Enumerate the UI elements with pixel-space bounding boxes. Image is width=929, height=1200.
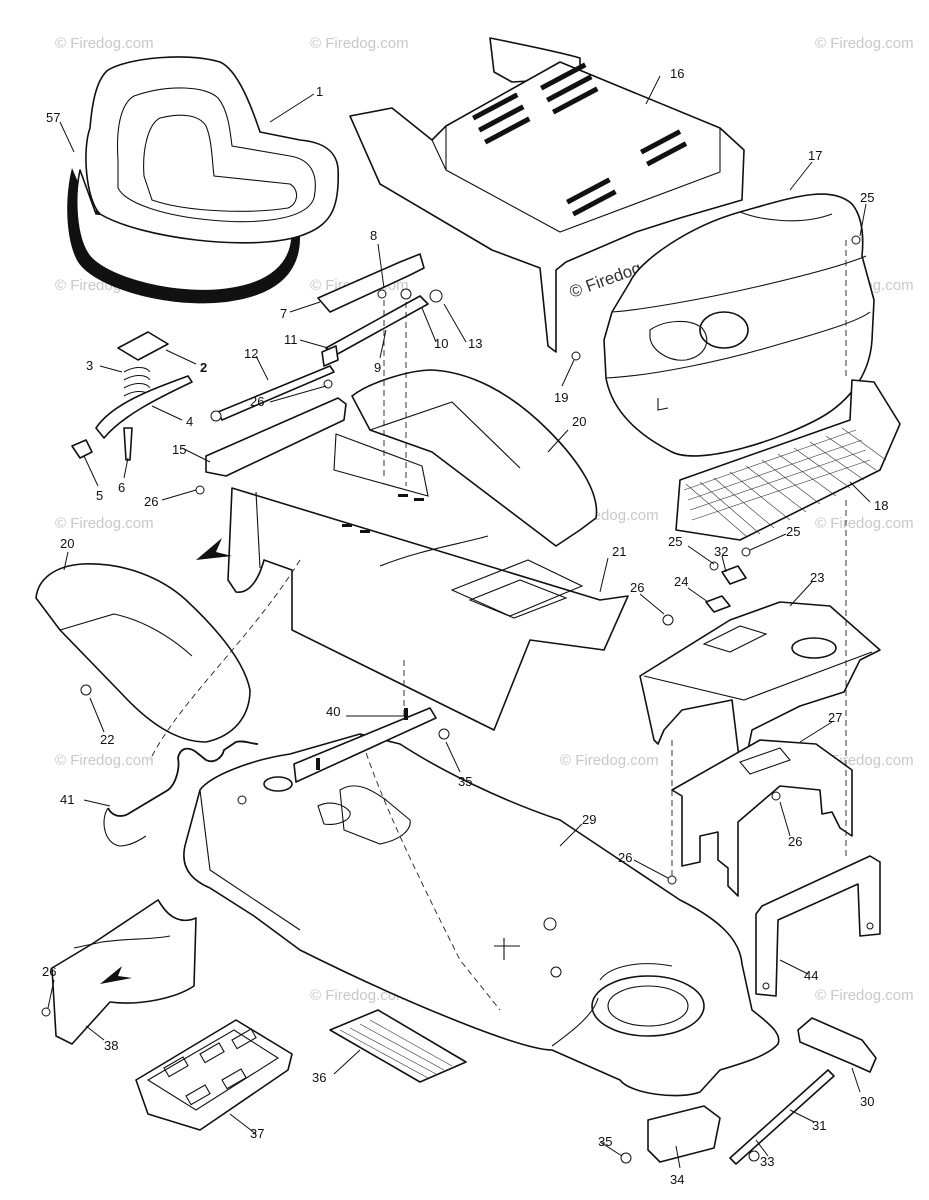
callout-20-left: 20 xyxy=(60,536,74,551)
callout-3: 3 xyxy=(86,358,93,373)
callout-18: 18 xyxy=(874,498,888,513)
watermark: © Firedog.com xyxy=(310,35,409,52)
callout-numbers: 1 2 3 4 5 6 7 8 9 10 11 12 13 15 16 17 1… xyxy=(42,66,888,1187)
callout-6: 6 xyxy=(118,480,125,495)
callout-25-right: 25 xyxy=(786,524,800,539)
callout-2: 2 xyxy=(200,360,207,375)
callout-37: 37 xyxy=(250,1126,264,1141)
watermark: © Firedog.com xyxy=(815,987,914,1004)
dash-bracket-part xyxy=(671,739,853,897)
callout-10: 10 xyxy=(434,336,448,351)
body-pan-part xyxy=(227,433,629,731)
callout-22: 22 xyxy=(100,732,114,747)
hood-part xyxy=(349,37,745,353)
alignment-lines xyxy=(149,240,847,880)
grille-part xyxy=(675,379,901,541)
callout-24: 24 xyxy=(674,574,688,589)
callout-35-upper: 35 xyxy=(458,774,472,789)
wire-clip-part xyxy=(103,740,259,847)
callout-40: 40 xyxy=(326,704,340,719)
callout-25-left: 25 xyxy=(668,534,682,549)
callout-35-lower: 35 xyxy=(598,1134,612,1149)
callout-26-a: 26 xyxy=(250,394,264,409)
callout-34: 34 xyxy=(670,1172,684,1187)
support-bar-part xyxy=(293,707,437,783)
battery-tray-part xyxy=(135,1019,293,1131)
watermark: © Firedog.com xyxy=(55,35,154,52)
callout-38: 38 xyxy=(104,1038,118,1053)
front-nose-part xyxy=(603,193,875,457)
frame-part xyxy=(183,733,780,1097)
callout-21: 21 xyxy=(612,544,626,559)
decal-part xyxy=(329,1009,467,1083)
callout-15: 15 xyxy=(172,442,186,457)
watermark: © Firedog.com xyxy=(310,987,409,1004)
callout-17: 17 xyxy=(808,148,822,163)
callout-32: 32 xyxy=(714,544,728,559)
callout-9: 9 xyxy=(374,360,381,375)
callout-13: 13 xyxy=(468,336,482,351)
callout-5: 5 xyxy=(96,488,103,503)
fender-left-part xyxy=(35,563,251,743)
callout-19: 19 xyxy=(554,390,568,405)
callout-4: 4 xyxy=(186,414,193,429)
callout-7: 7 xyxy=(280,306,287,321)
callout-31: 31 xyxy=(812,1118,826,1133)
callout-12: 12 xyxy=(244,346,258,361)
callout-25-top: 25 xyxy=(860,190,874,205)
callout-26-f: 26 xyxy=(42,964,56,979)
bracket-part xyxy=(755,855,881,997)
watermark: © Firedog.com xyxy=(55,752,154,769)
callout-8: 8 xyxy=(370,228,377,243)
callout-26-c: 26 xyxy=(630,580,644,595)
callout-20-upper: 20 xyxy=(572,414,586,429)
callout-16: 16 xyxy=(670,66,684,81)
watermark: © Firedog.com xyxy=(55,515,154,532)
watermark: © Firedog.com xyxy=(815,515,914,532)
callout-29: 29 xyxy=(582,812,596,827)
watermark: © Firedog.com xyxy=(815,35,914,52)
callout-11: 11 xyxy=(284,332,298,347)
callout-44: 44 xyxy=(804,968,818,983)
callout-27: 27 xyxy=(828,710,842,725)
callout-23: 23 xyxy=(810,570,824,585)
leader-lines xyxy=(47,75,871,1169)
callout-1: 1 xyxy=(316,84,323,99)
direction-arrow-icon xyxy=(196,538,232,560)
callout-57: 57 xyxy=(46,110,60,125)
callout-33: 33 xyxy=(760,1154,774,1169)
callout-30: 30 xyxy=(860,1094,874,1109)
side-shield-part xyxy=(51,899,197,1045)
fasteners xyxy=(41,235,861,1164)
callout-26-b: 26 xyxy=(144,494,158,509)
callout-26-d: 26 xyxy=(788,834,802,849)
callout-26-e: 26 xyxy=(618,850,632,865)
callout-36: 36 xyxy=(312,1070,326,1085)
fender-upper-part xyxy=(351,369,598,547)
callout-41: 41 xyxy=(60,792,74,807)
seat-part xyxy=(67,56,340,304)
watermark: © Firedog.com xyxy=(560,752,659,769)
